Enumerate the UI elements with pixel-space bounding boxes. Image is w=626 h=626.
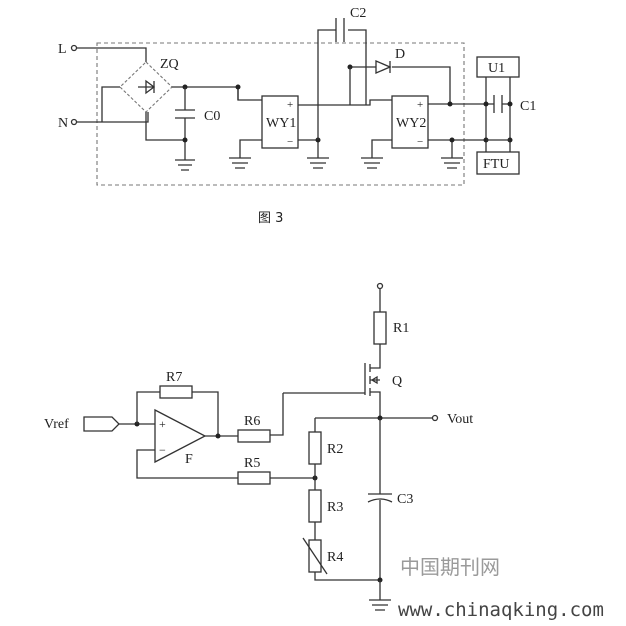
label-D: D [395,47,405,62]
resistor-R1 [373,311,387,345]
wire-R4-gnd [314,572,380,581]
potentiometer-arrow-icon [302,537,328,575]
label-R6: R6 [244,414,260,429]
junction-dot [447,101,453,107]
label-R5: R5 [244,456,260,471]
capacitor-C0 [175,87,195,160]
figure-3-circuit: L N ZQ C0 WY1 + − [58,6,536,226]
ground-icon [229,139,262,169]
regulator-WY1 [261,95,299,149]
wire-N [77,86,149,123]
supply-terminal [376,282,384,290]
resistor-R5 [237,471,271,485]
label-Q: Q [392,374,402,389]
label-R1: R1 [393,321,409,336]
label-C0: C0 [204,109,220,124]
capacitor-C3 [367,418,393,580]
label-F: F [185,452,193,467]
wire-R7 [136,391,219,436]
resistor-R3 [308,489,322,523]
junction-dot [507,101,513,107]
junction-dot [449,137,455,143]
junction-dot [483,101,489,107]
regulator-WY2 [391,95,429,149]
label-FTU: FTU [483,157,509,172]
terminal-L [70,44,78,52]
capacitor-C1 [486,95,510,113]
ground-icon [369,580,391,611]
wire-WY1-out [298,99,392,106]
label-ZQ: ZQ [160,57,179,72]
label-C2: C2 [350,6,366,21]
ground-icon [175,159,195,171]
label-R3: R3 [327,500,343,515]
block-U1 [476,56,520,78]
label-R4: R4 [327,550,343,565]
junction-dot [235,84,241,90]
wire-gate-drop [270,393,284,436]
ground-icon [298,139,329,169]
junction-dot [215,433,221,439]
wire-diode-D [350,66,451,104]
wire-C2 [317,29,367,140]
junction-dot [182,137,188,143]
label-F-plus: + [159,417,166,431]
dashed-enclosure [96,42,465,186]
diode-D-icon [375,60,392,74]
ground-icon [428,139,463,169]
block-FTU [476,151,520,175]
label-R7: R7 [166,370,182,385]
label-WY2: WY2 [396,116,426,131]
capacitor-C2 [335,18,345,42]
bridge-diode-icon [138,79,156,95]
wire-U1-FTU [485,77,511,152]
label-N: N [58,116,68,131]
label-Vout: Vout [447,412,473,427]
vout-terminal [431,414,439,422]
label-F-minus: − [159,443,166,457]
label-U1: U1 [488,61,505,76]
figure-4-circuit: R1 Q Vout Vref R7 + − F R6 [44,282,473,611]
label-C1: C1 [520,99,536,114]
resistor-R2 [308,431,322,465]
ground-icon [361,139,392,169]
label-WY1-minus: − [287,136,293,148]
vref-input-arrow [83,416,120,432]
label-C3: C3 [397,492,413,507]
label-WY2-minus: − [417,136,423,148]
label-L: L [58,42,67,57]
watermark-url: www.chinaqking.com [398,599,604,621]
resistor-R6 [237,429,271,443]
mosfet-Q-icon [364,363,381,418]
watermark-chinese: 中国期刊网 [400,555,500,579]
label-WY1: WY1 [266,116,296,131]
wire-bridge-ground [145,112,185,141]
wire-L [77,47,147,62]
label-Vref: Vref [44,417,69,432]
label-WY2-plus: + [417,99,423,111]
terminal-N [70,118,78,126]
label-R2: R2 [327,442,343,457]
resistor-R7 [159,385,193,399]
wire-R5 [136,449,315,479]
opamp-F [154,408,207,464]
label-WY1-plus: + [287,99,293,111]
figure-3-caption: 图 3 [258,211,283,226]
